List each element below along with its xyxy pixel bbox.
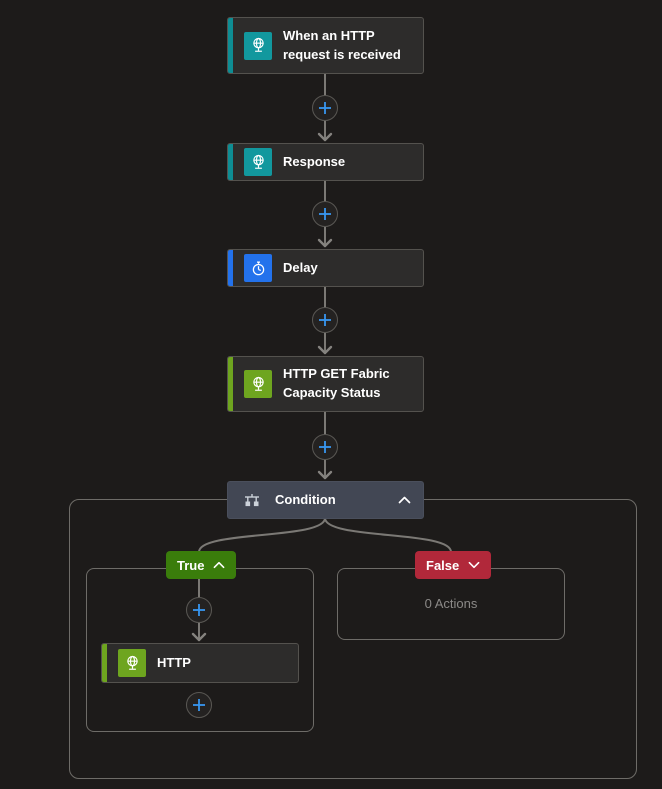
arrowhead-down: [317, 470, 333, 480]
plus-icon: [319, 208, 331, 220]
node-http[interactable]: HTTP: [101, 643, 299, 683]
node-label: Response: [283, 153, 346, 169]
plus-icon: [193, 604, 205, 616]
insert-step-button[interactable]: [312, 95, 338, 121]
http-icon: [118, 649, 146, 677]
plus-icon: [193, 699, 205, 711]
plus-icon: [319, 314, 331, 326]
node-label: HTTP GET Fabric Capacity Status: [283, 366, 390, 400]
insert-step-button[interactable]: [312, 201, 338, 227]
arrowhead-down: [317, 132, 333, 142]
http-request-icon: [244, 31, 272, 60]
true-branch-label: True: [177, 557, 205, 573]
node-delay[interactable]: Delay: [227, 249, 424, 287]
accent-bar: [228, 18, 233, 73]
arrowhead-down: [317, 238, 333, 248]
accent-bar: [228, 144, 233, 180]
chevron-up-icon: [214, 561, 225, 569]
accent-bar: [228, 357, 233, 411]
node-response[interactable]: Response: [227, 143, 424, 181]
chevron-up-icon: [398, 496, 411, 504]
false-branch-label: False: [426, 557, 460, 573]
node-label: Delay: [283, 259, 318, 275]
node-label: When an HTTP request is received: [283, 27, 401, 62]
insert-step-button[interactable]: [312, 307, 338, 333]
false-branch-badge[interactable]: False: [415, 551, 492, 579]
accent-bar: [228, 250, 233, 286]
plus-icon: [319, 102, 331, 114]
false-branch-empty-text: 0 Actions: [424, 596, 478, 611]
node-label: HTTP: [157, 654, 191, 670]
chevron-down-icon: [468, 561, 480, 569]
plus-icon: [319, 441, 331, 453]
node-condition[interactable]: Condition: [227, 481, 424, 519]
true-branch-badge[interactable]: True: [166, 551, 237, 579]
insert-step-button[interactable]: [186, 692, 212, 718]
arrowhead-down: [317, 345, 333, 355]
http-request-icon: [244, 148, 272, 176]
condition-icon: [242, 492, 262, 509]
insert-step-button[interactable]: [312, 434, 338, 460]
insert-step-button[interactable]: [186, 597, 212, 623]
accent-bar: [102, 644, 107, 682]
http-icon: [244, 370, 272, 398]
node-when-http-request-received[interactable]: When an HTTP request is received: [227, 17, 424, 74]
collapse-condition-button[interactable]: [398, 482, 411, 518]
node-label: Condition: [275, 491, 336, 507]
condition-branch-connectors: [198, 518, 452, 552]
arrowhead-down: [191, 632, 207, 642]
delay-clock-icon: [244, 254, 272, 282]
node-http-get-fabric-capacity-status[interactable]: HTTP GET Fabric Capacity Status: [227, 356, 424, 412]
